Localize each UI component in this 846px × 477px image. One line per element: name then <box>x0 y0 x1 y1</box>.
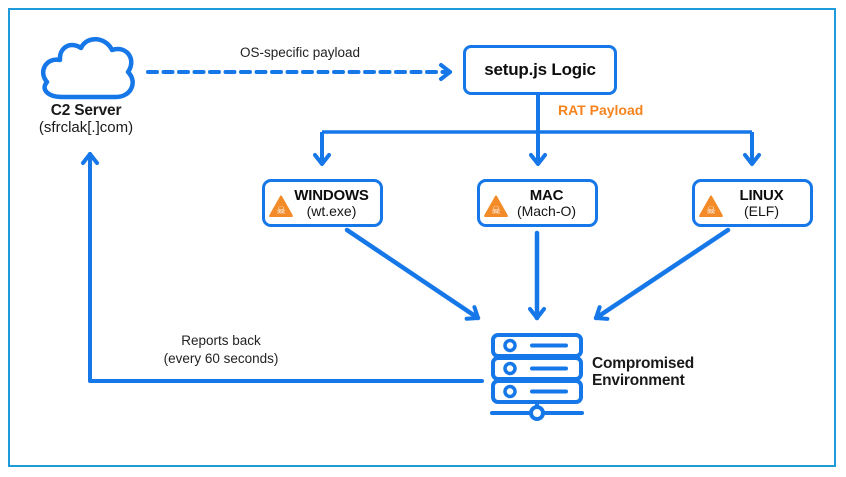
edge-linux-to-env <box>593 227 731 321</box>
skull-glyph: ☠ <box>276 204 286 217</box>
mac-subtitle: (Mach-O) <box>516 202 577 219</box>
malware-warning-icon: ☠ <box>699 195 723 217</box>
node-linux: ☠ LINUX (ELF) <box>692 179 813 227</box>
c2-server-domain: (sfrclak[.]com) <box>38 119 134 136</box>
malware-warning-icon: ☠ <box>484 195 508 217</box>
rat-payload-label: RAT Payload <box>558 102 644 118</box>
reports-back-label-line1: Reports back <box>181 333 261 348</box>
node-windows: ☠ WINDOWS (wt.exe) <box>262 179 383 227</box>
mac-title: MAC <box>529 186 564 204</box>
c2-server-title: C2 Server <box>50 102 122 119</box>
os-specific-payload-label: OS-specific payload <box>239 45 361 60</box>
edge-windows-to-env <box>344 227 481 321</box>
compromised-environment-line2: Environment <box>592 372 685 389</box>
cloud-icon <box>41 37 135 100</box>
windows-subtitle: (wt.exe) <box>306 202 357 219</box>
diagram-frame-border <box>8 8 836 467</box>
linux-title: LINUX <box>739 186 784 204</box>
windows-title: WINDOWS <box>294 186 369 204</box>
reports-back-label-line2: (every 60 seconds) <box>163 351 279 366</box>
compromised-environment-line1: Compromised <box>592 355 695 372</box>
setup-js-logic-label: setup.js Logic <box>484 60 596 79</box>
node-mac: ☠ MAC (Mach-O) <box>477 179 598 227</box>
compromised-environment-label: Compromised Environment <box>592 355 694 389</box>
skull-glyph: ☠ <box>491 204 501 217</box>
skull-glyph: ☠ <box>706 204 716 217</box>
malware-warning-icon: ☠ <box>269 195 293 217</box>
edge-reports-back <box>81 152 484 383</box>
server-stack-icon <box>490 333 584 421</box>
linux-subtitle: (ELF) <box>744 202 779 219</box>
node-setup-js-logic: setup.js Logic <box>463 45 617 95</box>
